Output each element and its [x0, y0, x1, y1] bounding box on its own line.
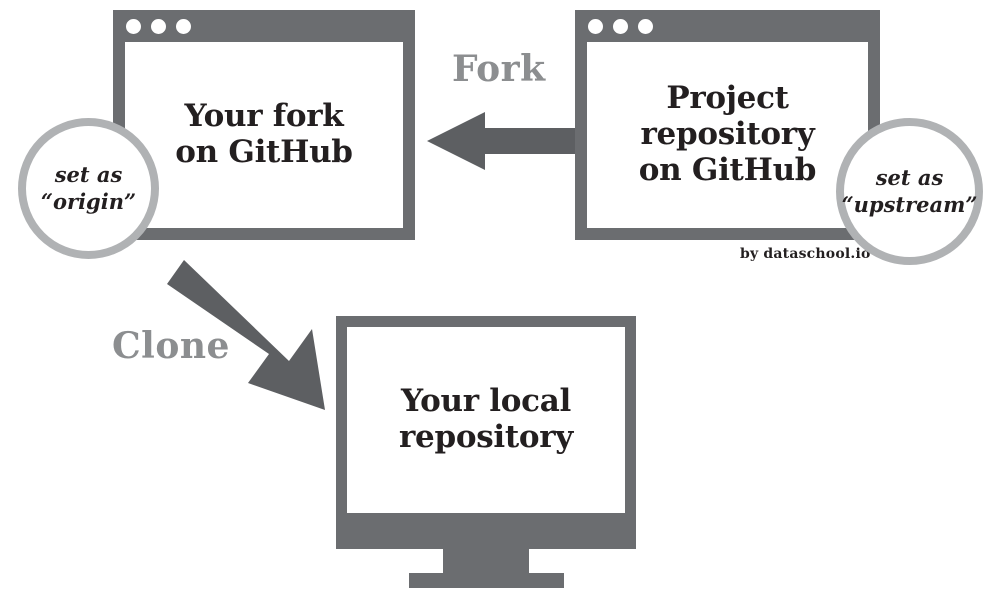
attribution-text: by dataschool.io: [740, 246, 871, 262]
your-fork-label: Your fork on GitHub: [175, 98, 353, 170]
clone-arrow-icon: [167, 260, 325, 410]
badge-origin-line1: set as: [54, 162, 123, 188]
badge-upstream-line2: “upstream”: [841, 191, 978, 217]
browser-titlebar: [575, 10, 880, 42]
fork-edge-label: Fork: [452, 48, 546, 90]
browser-screen: Project repository on GitHub: [587, 42, 868, 228]
window-dot-2-icon: [151, 18, 166, 34]
badge-origin-line2: “origin”: [40, 188, 137, 214]
browser-window-project-repository: Project repository on GitHub: [575, 10, 880, 240]
monitor-your-local-repository: Your local repository: [336, 316, 636, 549]
badge-upstream-line1: set as: [875, 165, 944, 191]
monitor-screen: Your local repository: [347, 327, 625, 513]
browser-titlebar: [113, 10, 415, 42]
window-dot-2-icon: [613, 18, 628, 34]
project-repository-label: Project repository on GitHub: [638, 80, 817, 188]
browser-window-your-fork: Your fork on GitHub: [113, 10, 415, 240]
browser-screen: Your fork on GitHub: [125, 42, 403, 228]
your-local-repository-label: Your local repository: [399, 383, 573, 455]
window-dot-3-icon: [176, 18, 191, 34]
fork-arrow-icon: [427, 112, 575, 170]
window-dot-1-icon: [126, 18, 141, 34]
badge-origin: set as “origin”: [18, 118, 159, 259]
window-dot-3-icon: [638, 18, 653, 34]
clone-edge-label: Clone: [112, 325, 230, 367]
badge-upstream: set as “upstream”: [836, 118, 983, 265]
window-dot-1-icon: [588, 18, 603, 34]
monitor-neck: [443, 549, 529, 573]
monitor-base: [409, 573, 564, 588]
